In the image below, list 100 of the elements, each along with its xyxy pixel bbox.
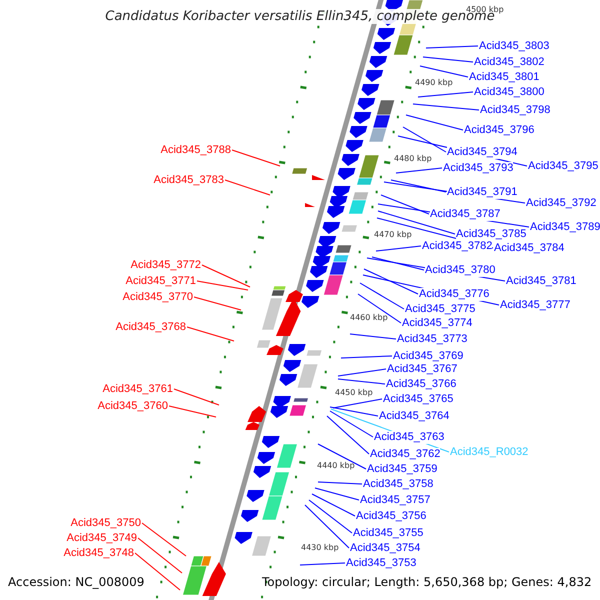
scale-tick-label: 4440 kbp — [317, 461, 355, 471]
scale-tick-label: 4430 kbp — [301, 543, 339, 553]
gene-label: Acid345_3770 — [122, 290, 193, 304]
gene-label: Acid345_3773 — [397, 332, 468, 346]
scale-tick-label: 4500 kbp — [466, 5, 504, 14]
gene-label: Acid345_3785 — [456, 228, 526, 240]
gene-label: Acid345_3791 — [447, 186, 518, 198]
leader-line — [376, 246, 422, 252]
leader-line — [360, 282, 404, 310]
gene-label: Acid345_3772 — [130, 258, 201, 272]
gene-label: Acid345_3782 — [422, 240, 492, 252]
gene-label: Acid345_3760 — [98, 400, 168, 412]
leader-line — [406, 114, 464, 130]
leader-line — [364, 268, 418, 294]
leader-line — [174, 388, 220, 406]
scale-tick-label: 4470 kbp — [374, 230, 412, 240]
gene-label: Acid345_3796 — [464, 124, 534, 136]
gene-label: Acid345_3763 — [374, 430, 444, 444]
leader-line — [326, 416, 370, 454]
leader-line — [308, 500, 352, 534]
gene-label: Acid345_3766 — [386, 378, 456, 390]
leader-line — [168, 406, 216, 418]
gene-label: Acid345_3792 — [526, 196, 596, 210]
leader-line — [380, 194, 430, 214]
gene-label: Acid345_3776 — [419, 288, 490, 300]
leader-line — [396, 168, 442, 174]
gene-label: Acid345_3769 — [393, 350, 464, 362]
leader-line — [332, 398, 382, 408]
gene-label: Acid345_3767 — [387, 362, 458, 376]
leader-line — [330, 406, 378, 416]
gene-label: Acid345_3765 — [383, 392, 454, 406]
leader-line — [138, 538, 182, 574]
scale-tick-label: 4490 kbp — [415, 78, 453, 88]
gene-label: Acid345_3753 — [346, 556, 416, 570]
leader-line — [318, 444, 366, 470]
gene-label: Acid345_3749 — [66, 532, 137, 544]
scale-tick-label: 4460 kbp — [350, 313, 388, 323]
leader-line — [350, 334, 396, 340]
leader-line — [390, 180, 446, 192]
gene-label: Acid345_3789 — [530, 220, 600, 234]
leader-line — [202, 264, 250, 288]
leader-line — [402, 126, 446, 152]
gene-label: Acid345_3801 — [469, 70, 540, 84]
gene-label: Acid345_3800 — [474, 86, 544, 98]
leader-line — [224, 180, 270, 196]
leader-line — [378, 210, 456, 234]
gene-label: Acid345_3754 — [350, 542, 420, 554]
gene-label: Acid345_3803 — [479, 40, 550, 52]
leader-line — [422, 56, 474, 62]
leader-line — [304, 504, 350, 548]
gene-label: Acid345_3783 — [154, 174, 224, 186]
leader-line — [194, 296, 242, 310]
leader-line — [318, 482, 362, 484]
leader-line — [142, 522, 186, 556]
gene-label: Acid345_3756 — [356, 510, 426, 522]
leader-line — [300, 562, 346, 566]
gene-label: Acid345_3757 — [360, 494, 430, 506]
gene-label: Acid345_3768 — [116, 320, 186, 334]
leader-line — [340, 356, 392, 358]
gene-label: Acid345_3771 — [126, 274, 196, 288]
gene-label: Acid345_3788 — [160, 144, 231, 156]
gene-label: Acid345_3794 — [447, 146, 518, 158]
leader-line — [420, 66, 468, 78]
gene-label: Acid345_3784 — [494, 242, 564, 254]
gene-label: Acid345_3780 — [425, 264, 496, 276]
gene-label: Acid345_3764 — [379, 410, 450, 422]
leader-line — [426, 46, 478, 48]
leader-line — [312, 494, 356, 516]
leader-line — [186, 326, 234, 342]
leader-line — [338, 378, 386, 384]
gene-label: Acid345_3748 — [64, 546, 134, 560]
leader-line — [330, 410, 374, 438]
gene-label: Acid345_3750 — [70, 516, 141, 530]
gene-label: Acid345_3761 — [102, 382, 173, 396]
gene-label: Acid345_3802 — [474, 56, 544, 68]
gene-label: Acid345_3793 — [443, 162, 514, 174]
scale-tick-label: 4480 kbp — [394, 154, 432, 164]
leader-line — [338, 368, 386, 376]
gene-label: Acid345_3787 — [430, 208, 500, 220]
gene-label: Acid345_3798 — [480, 104, 550, 116]
leader-line — [418, 92, 474, 98]
gene-label: Acid345_3781 — [506, 274, 576, 288]
leader-line — [412, 104, 480, 110]
gene-label: Acid345_3759 — [367, 462, 438, 476]
scale-tick-label: 4450 kbp — [335, 388, 373, 398]
gene-label: Acid345_3795 — [528, 160, 598, 172]
footer-text: Topology: circular; Length: 5,650,368 bp; Genes: 4,832 — [262, 575, 592, 590]
leader-line — [196, 280, 248, 290]
gene-label: Acid345_R0032 — [450, 446, 528, 458]
footer-text: Accession: NC_008009 — [8, 575, 144, 590]
gene-label: Acid345_3762 — [370, 448, 440, 460]
gene-label: Acid345_3758 — [363, 478, 434, 490]
leader-line — [134, 552, 180, 590]
gene-label: Acid345_3755 — [353, 526, 424, 540]
leader-line — [232, 150, 280, 166]
leader-line — [372, 256, 424, 270]
leader-line — [358, 294, 402, 324]
gene-label: Acid345_3775 — [405, 302, 476, 316]
gene-label: Acid345_3774 — [402, 316, 472, 330]
leader-line — [314, 488, 360, 500]
